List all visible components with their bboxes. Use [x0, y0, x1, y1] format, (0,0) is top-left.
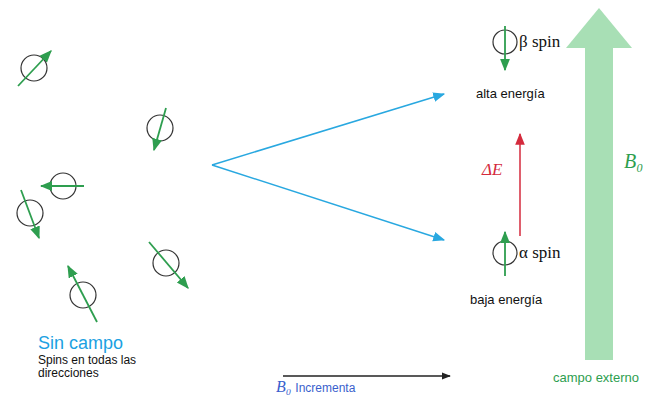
spin-state: α spin baja energía	[462, 230, 612, 316]
spin-arrow	[504, 26, 506, 70]
spin-arrow	[68, 266, 97, 322]
energy-label: baja energía	[470, 292, 542, 307]
split-arrow	[212, 165, 444, 240]
split-arrow	[212, 94, 444, 165]
spin-arrow	[21, 190, 39, 238]
spin-arrow	[154, 108, 166, 150]
spin-label: β spin	[519, 32, 560, 52]
field-arrow	[585, 48, 613, 360]
increase-arrow	[283, 375, 450, 376]
energy-gap-label: ΔE	[482, 160, 502, 180]
region-title: Sin campo	[38, 333, 123, 354]
axis-label: Incrementa	[295, 381, 355, 395]
note: Spins en todas las direcciones	[38, 354, 178, 380]
field-arrow	[566, 8, 632, 48]
energy-label: alta energía	[476, 86, 545, 101]
spin-arrow	[149, 242, 188, 288]
spin-label: α spin	[519, 243, 561, 263]
spin-state: β spin alta energía	[470, 22, 610, 110]
random-spins	[17, 51, 188, 322]
field-symbol: B₀	[276, 378, 291, 396]
energy-gap-arrow	[519, 134, 521, 236]
spin-arrow	[18, 51, 51, 86]
spin-arrow	[504, 232, 506, 276]
field-symbol: B₀	[624, 150, 643, 173]
spin-arrow	[41, 185, 84, 187]
field-label: campo externo	[553, 370, 639, 385]
